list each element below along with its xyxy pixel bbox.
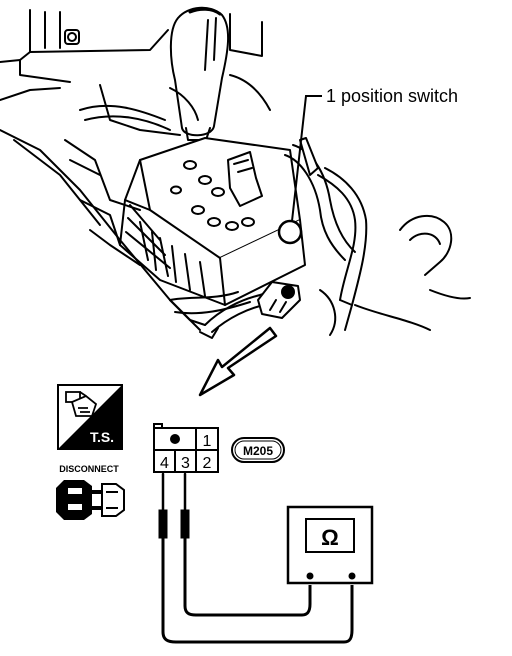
ohmmeter: Ω bbox=[286, 505, 374, 585]
callout-leader-line bbox=[291, 95, 322, 222]
meter-symbol: Ω bbox=[321, 525, 339, 550]
pin-label-3: 3 bbox=[181, 455, 190, 472]
connector-disconnect-icon bbox=[56, 480, 125, 520]
connector-key-dot bbox=[170, 434, 180, 444]
shift-console-illustration bbox=[0, 6, 471, 339]
connector-pinout bbox=[153, 423, 219, 473]
test-probes bbox=[158, 472, 190, 539]
inspection-hand-icon bbox=[65, 391, 98, 417]
pin-label-1: 1 bbox=[203, 433, 212, 450]
callout-label: 1 position switch bbox=[326, 86, 458, 106]
disconnect-label: DISCONNECT bbox=[59, 464, 119, 474]
detail-arrow bbox=[198, 326, 278, 397]
meter-terminal-left bbox=[306, 572, 314, 580]
pin-label-4: 4 bbox=[160, 455, 169, 472]
meter-leads bbox=[161, 538, 354, 644]
ts-badge: T.S. bbox=[57, 384, 123, 450]
connector-code-badge bbox=[231, 437, 285, 463]
ts-badge-label: T.S. bbox=[90, 429, 114, 445]
connector-code: M205 bbox=[243, 444, 273, 458]
meter-terminal-right bbox=[348, 572, 356, 580]
pin-label-2: 2 bbox=[203, 455, 212, 472]
